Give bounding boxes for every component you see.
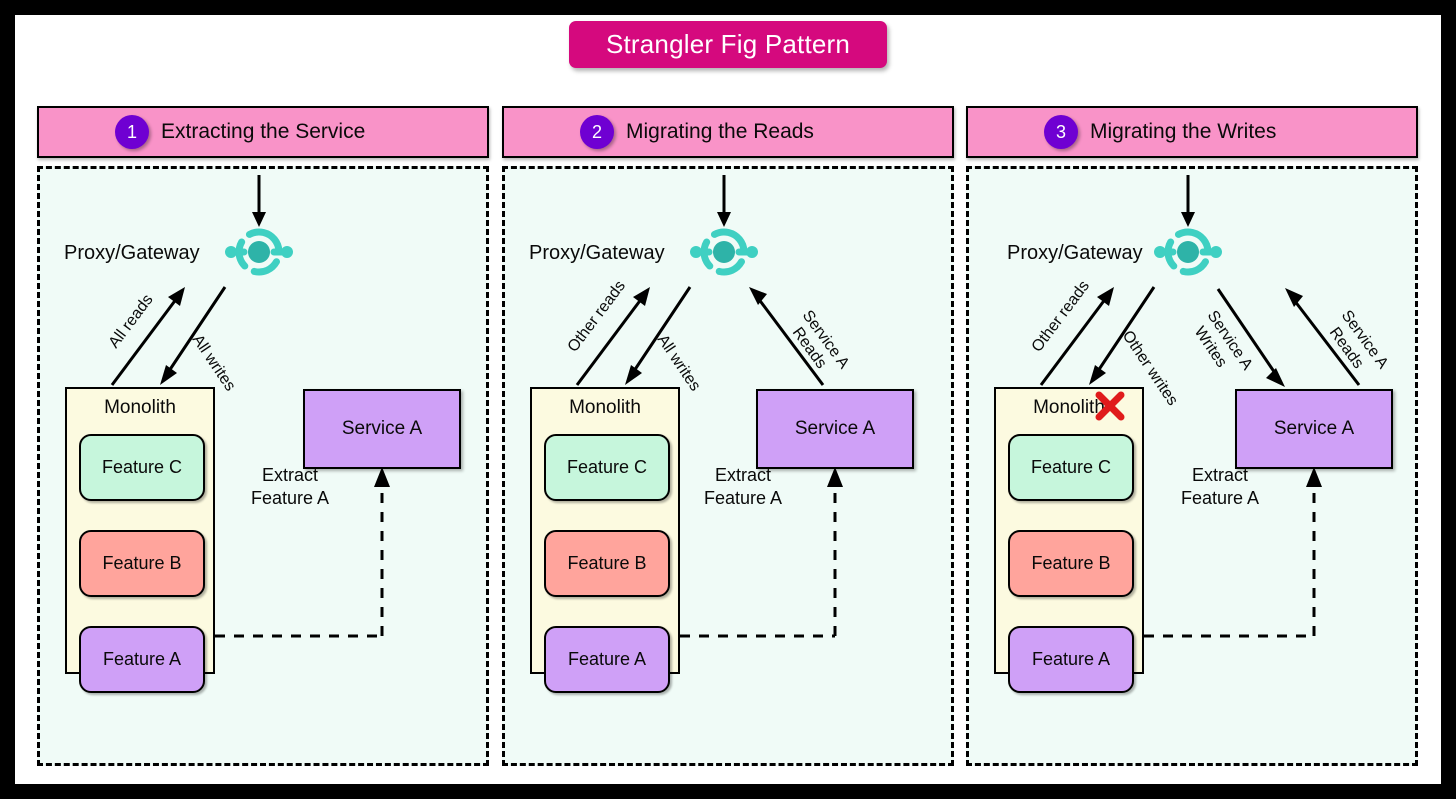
panel-step-1: 1 Extracting the Service Proxy/Gateway M… — [37, 106, 489, 766]
monolith-label-2: Monolith — [569, 397, 641, 418]
monolith-box-3: Monolith Feature C Feature B Feature A — [994, 387, 1144, 693]
feature-b-2: Feature B — [544, 530, 670, 597]
arrow-label-all-reads-1: All reads — [106, 291, 157, 351]
monolith-label-3: Monolith — [1033, 397, 1105, 418]
page-title: Strangler Fig Pattern — [605, 29, 851, 59]
service-a-box-1: Service A — [303, 389, 461, 469]
panel-step-2: 2 Migrating the Reads Proxy/Gateway Mono… — [502, 106, 954, 766]
panel-3-body: Proxy/Gateway Monolith Feature C Feature… — [966, 166, 1418, 766]
step-badge-1: 1 — [115, 115, 149, 149]
arrow-label-service-a-reads-line2-3: Reads — [1326, 324, 1367, 371]
diagram-page: Strangler Fig Pattern 1 Extracting the S… — [15, 15, 1441, 784]
monolith-box-2: Monolith Feature C Feature B Feature A — [530, 387, 680, 693]
panel-3-header: 3 Migrating the Writes — [966, 106, 1418, 158]
arrow-label-service-a-writes-line1-3: Service A — [1204, 308, 1256, 374]
feature-a-1: Feature A — [79, 626, 205, 693]
inbound-arrow-3 — [1181, 175, 1195, 227]
gateway-icon-2 — [690, 228, 758, 276]
panel-2-title: Migrating the Reads — [626, 120, 814, 143]
arrow-label-all-writes-1: All writes — [189, 332, 239, 395]
inbound-arrow-2 — [717, 175, 731, 227]
service-a-box-3: Service A — [1235, 389, 1393, 469]
gateway-icon-3 — [1154, 228, 1222, 276]
proxy-gateway-label-1: Proxy/Gateway — [64, 242, 200, 264]
feature-b-3: Feature B — [1008, 530, 1134, 597]
gateway-icon-1 — [225, 228, 293, 276]
feature-b-1: Feature B — [79, 530, 205, 597]
arrow-label-other-reads-3: Other reads — [1029, 278, 1093, 356]
panel-1-title: Extracting the Service — [161, 120, 366, 143]
diagram-title-banner: Strangler Fig Pattern — [569, 21, 887, 68]
panel-2-header: 2 Migrating the Reads — [502, 106, 954, 158]
arrow-label-service-a-reads-line1-3: Service A — [1338, 307, 1392, 372]
feature-c-1: Feature C — [79, 434, 205, 501]
feature-c-3: Feature C — [1008, 434, 1134, 501]
arrow-label-other-reads-2: Other reads — [565, 278, 629, 356]
arrow-label-service-a-writes-line2-3: Writes — [1191, 324, 1230, 371]
extract-feature-a-label-2: Extract Feature A — [703, 465, 783, 509]
proxy-gateway-label-2: Proxy/Gateway — [529, 242, 665, 264]
extract-feature-a-label-1: Extract Feature A — [250, 465, 330, 509]
extract-feature-a-label-3: Extract Feature A — [1180, 465, 1260, 509]
monolith-label-1: Monolith — [104, 397, 176, 418]
feature-a-2: Feature A — [544, 626, 670, 693]
panel-step-3: 3 Migrating the Writes Proxy/Gateway Mon… — [966, 106, 1418, 766]
arrow-label-all-writes-2: All writes — [654, 332, 704, 395]
arrow-label-service-a-reads-line2-2: Reads — [789, 324, 830, 371]
arrow-label-service-a-reads-line1-2: Service A — [799, 307, 853, 372]
proxy-gateway-label-3: Proxy/Gateway — [1007, 242, 1143, 264]
feature-a-3: Feature A — [1008, 626, 1134, 693]
step-badge-2: 2 — [580, 115, 614, 149]
service-a-box-2: Service A — [756, 389, 914, 469]
panel-2-body: Proxy/Gateway Monolith Feature C Feature… — [502, 166, 954, 766]
panel-1-body: Proxy/Gateway Monolith Feature C Feature… — [37, 166, 489, 766]
panel-1-header: 1 Extracting the Service — [37, 106, 489, 158]
inbound-arrow-1 — [252, 175, 266, 227]
x-mark-icon-3 — [1095, 391, 1125, 421]
monolith-box-1: Monolith Feature C Feature B Feature A — [65, 387, 215, 693]
feature-c-2: Feature C — [544, 434, 670, 501]
step-badge-3: 3 — [1044, 115, 1078, 149]
panel-3-title: Migrating the Writes — [1090, 120, 1277, 143]
